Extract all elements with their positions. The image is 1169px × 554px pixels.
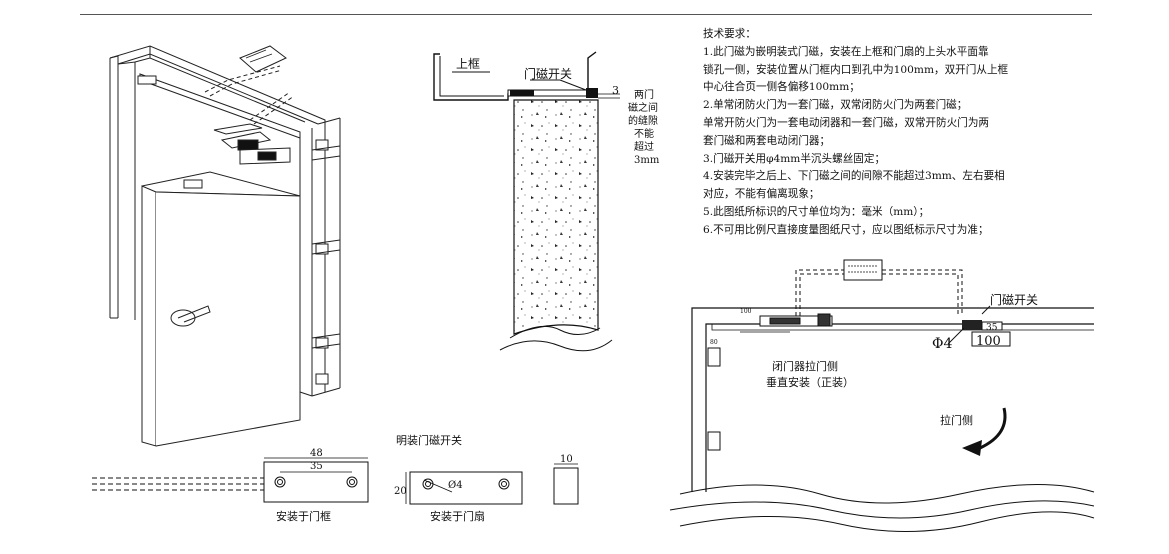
- door-caption: 安装于门扇: [430, 509, 485, 523]
- notes-heading: 技术要求：: [703, 28, 756, 40]
- svg-text:的缝隙: 的缝隙: [628, 114, 658, 127]
- door-closer: [740, 313, 833, 333]
- section-frame-label: 上框: [456, 57, 480, 71]
- parts-detail: 明装门磁开关 48 35 安装于门框 20 Ø4 安装于门扇 10: [92, 433, 579, 523]
- elevation-view: 100 80 门磁开关 35 100 Φ4 闭门器拉门侧 垂直安装（正装） 拉门…: [669, 259, 1095, 532]
- svg-text:磁之间: 磁之间: [628, 101, 658, 114]
- door-hole-label: Ø4: [448, 480, 463, 491]
- section-switch-label: 门磁开关: [524, 66, 572, 81]
- closer-note-line2: 垂直安装（正装）: [766, 375, 854, 389]
- section-view: 上框 门磁开关 3 两门 磁之间 的缝隙 不能 超过 3mm: [433, 51, 660, 352]
- frame-width-dim: 48: [310, 448, 323, 459]
- elevation-switch-label: 门磁开关: [990, 292, 1038, 307]
- dim-35: 35: [986, 323, 998, 333]
- frame-part: [92, 457, 369, 503]
- note-line: 2.单常闭防火门为一套门磁，双常闭防火门为两套门磁；: [703, 99, 968, 112]
- frame-top: [109, 45, 326, 128]
- side-width-dim: 10: [560, 454, 573, 465]
- technical-notes: 技术要求： 1.此门磁为嵌明装式门磁，安装在上框和门扇的上头水平面靠 锁孔一侧，…: [703, 26, 1103, 240]
- note-line: 中心往合页一侧各偏移100mm；: [703, 81, 860, 94]
- jamb-hinges: [315, 139, 329, 385]
- door-handle-lever: [177, 305, 211, 323]
- door-part: [405, 471, 523, 505]
- phi-label: Φ4: [932, 336, 952, 352]
- pull-side-arrow: [979, 407, 1007, 450]
- svg-text:不能: 不能: [634, 127, 654, 140]
- note-line: 对应，不能有偏离现象；: [703, 188, 820, 201]
- dim-100: 100: [976, 334, 1001, 349]
- note-line: 套门磁和两套电动闭门器；: [703, 134, 831, 147]
- door-height-dim: 20: [394, 486, 407, 497]
- door-isometric: [109, 45, 341, 447]
- elevation-frame: [691, 307, 1094, 492]
- small-dim-top: 100: [740, 308, 752, 315]
- frame-hole-dim: 35: [310, 461, 323, 472]
- parts-title: 明装门磁开关: [396, 433, 462, 447]
- note-line: 锁孔一侧，安装位置从门框内口到孔中为100mm，双开门从上框: [703, 63, 1009, 76]
- note-line: 4.安装完毕之后上、下门磁之间的间隙不能超过3mm、左右要相: [703, 170, 1005, 183]
- frame-caption: 安装于门框: [276, 509, 331, 523]
- gap-note: 两门 磁之间 的缝隙 不能 超过 3mm: [628, 88, 660, 166]
- svg-text:超过: 超过: [634, 140, 654, 153]
- note-line: 6.不可用比例尺直接度量图纸尺寸，应以图纸标示尺寸为准；: [703, 223, 989, 236]
- hinge-upper: [707, 347, 721, 367]
- closer-note-line1: 闭门器拉门侧: [772, 359, 838, 373]
- top-rule: [80, 14, 1092, 15]
- door-leaf: [141, 185, 157, 447]
- note-line: 1.此门磁为嵌明装式门磁，安装在上框和门扇的上头水平面靠: [703, 45, 989, 58]
- gap-dimension: 3: [612, 84, 619, 97]
- junction-box: [843, 259, 883, 281]
- frame-right-jamb: [299, 118, 341, 397]
- section-door-leaf: [513, 99, 599, 335]
- magnet-on-frame: [213, 123, 291, 165]
- svg-text:两门: 两门: [634, 88, 654, 101]
- pull-side-label: 拉门侧: [940, 413, 973, 427]
- svg-text:3mm: 3mm: [634, 155, 660, 166]
- note-line: 5.此图纸所标识的尺寸单位均为：毫米（mm）；: [703, 205, 930, 218]
- elevation-wire: [795, 269, 963, 316]
- note-line: 3.门磁开关用φ4mm半沉头螺丝固定；: [703, 152, 886, 165]
- frame-profile: [433, 51, 597, 101]
- side-part: [553, 467, 579, 505]
- hinge-lower: [707, 431, 721, 451]
- elevation-switch: [962, 320, 982, 330]
- small-dim-side: 80: [710, 339, 718, 346]
- note-line: 单常开防火门为一套电动闭器和一套门磁，双常开防火门为两: [703, 116, 990, 129]
- frame-left-jamb: [109, 55, 119, 319]
